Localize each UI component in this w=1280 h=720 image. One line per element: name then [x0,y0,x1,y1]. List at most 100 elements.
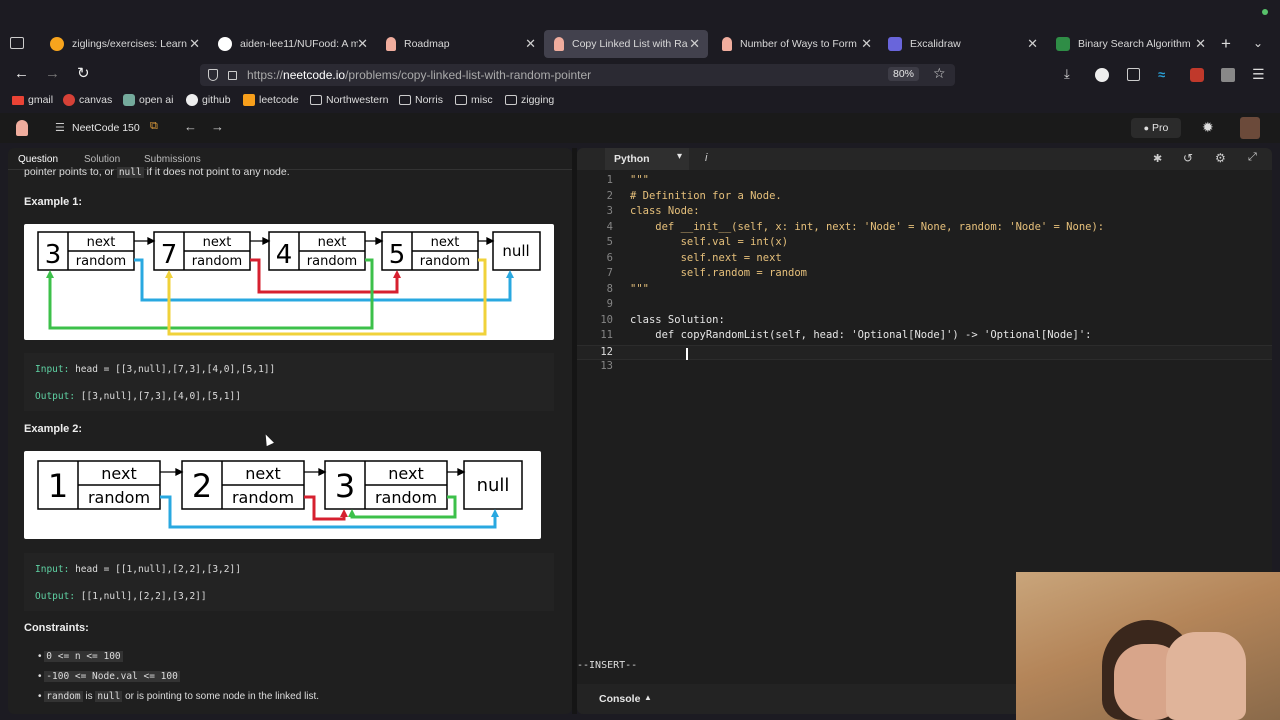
rocket-icon [554,37,564,51]
constraints-title: Constraints: [24,622,89,634]
vim-extension-icon[interactable]: ≈ [1158,67,1166,82]
constraints-list: • 0 <= n <= 100 • -100 <= Node.val <= 10… [38,651,319,711]
node-value: 5 [389,240,406,270]
close-icon[interactable]: ✕ [1027,36,1038,51]
tab-number-of-ways[interactable]: Number of Ways to Form ✕ [712,28,880,60]
close-icon[interactable]: ✕ [689,36,700,51]
lock-icon [228,70,237,80]
nav-toolbar: ← → ↻ [0,60,1280,90]
panel-divider[interactable] [572,148,577,714]
tab-roadmap[interactable]: Roadmap ✕ [376,28,544,60]
extensions-puzzle-icon[interactable] [1127,68,1140,81]
problem-list-icon[interactable]: ☰ [55,122,65,134]
back-button[interactable]: ← [14,65,29,82]
url-bar[interactable]: https://neetcode.io/problems/copy-linked… [200,64,955,86]
next-problem-button[interactable]: → [211,119,224,134]
debug-bug-icon[interactable]: ✱ [1153,153,1163,165]
bookmark-northwestern[interactable]: Northwestern [310,94,388,106]
constraint-item: • 0 <= n <= 100 [38,651,123,662]
tab-ziglings[interactable]: ziglings/exercises: Learn ✕ [40,28,208,60]
tab-excalidraw[interactable]: Excalidraw ✕ [878,28,1046,60]
bookmark-github[interactable]: github [186,94,231,106]
folder-icon [310,95,322,105]
node-random-label: random [307,254,357,269]
cut-off-description: pointer points to, or null if it does no… [24,166,290,178]
tab-submissions[interactable]: Submissions [144,154,201,165]
node-next-label: next [245,464,280,483]
tab-bar: ziglings/exercises: Learn ✕ aiden-lee11/… [0,28,1280,60]
external-link-icon[interactable]: ⧉ [150,120,158,132]
info-icon[interactable]: i [705,152,708,164]
chevron-down-icon: ▾ [676,151,682,162]
theme-toggle-icon[interactable]: ✹ [1202,119,1214,135]
url-text: https://neetcode.io/problems/copy-linked… [247,68,592,82]
bookmark-canvas[interactable]: canvas [63,94,112,106]
bookmark-open-ai[interactable]: open ai [123,94,173,106]
close-icon[interactable]: ✕ [189,36,200,51]
tab-overflow-chevron-icon[interactable]: ⌄ [1253,36,1264,50]
language-select[interactable]: Python ▾ [605,148,689,170]
diagram1-node-5: 5 next random [381,231,479,271]
bookmark-star-icon[interactable]: ☆ [933,65,946,81]
example2-diagram: 1 next random 2 next random 3 next rando… [24,451,541,539]
example1-title: Example 1: [24,196,83,208]
openai-icon [123,94,135,106]
tab-list-button[interactable] [10,37,24,49]
webcam-overlay [1016,572,1280,720]
diagram2-node-2: 2 next random [181,460,305,510]
zoom-level[interactable]: 80% [888,67,920,81]
code-line-active: 12 [577,344,1272,360]
neetcode-logo-icon[interactable] [16,120,28,136]
download-icon[interactable]: ⤓ [1064,66,1070,81]
avatar[interactable] [1240,117,1260,139]
example2-input: head = [[1,null],[2,2],[3,2]] [75,564,241,575]
webcam-person-hand [1166,632,1246,720]
bookmark-misc[interactable]: misc [455,94,493,106]
close-icon[interactable]: ✕ [1195,36,1206,51]
zig-icon [50,37,64,51]
folder-icon [399,95,411,105]
example2-io: Input: head = [[1,null],[2,2],[3,2]] Out… [24,553,554,611]
diagram1-node-4: 4 next random [268,231,366,271]
tab-nufood[interactable]: aiden-lee11/NUFood: A m ✕ [208,28,376,60]
svg-text:null: null [502,242,529,260]
node-random-label: random [232,488,294,507]
menu-icon[interactable]: ☰ [1252,66,1265,82]
diagram2-next-arrows [160,467,466,477]
github-icon [186,94,198,106]
tab-copy-linked-list[interactable]: Copy Linked List with Ra ✕ [544,30,708,58]
adblock-icon[interactable] [1190,68,1204,82]
folder-icon [455,95,467,105]
svg-text:null: null [477,475,510,496]
flame-icon: ● [1143,123,1150,133]
pro-button[interactable]: ● Pro [1131,118,1181,138]
new-tab-button[interactable]: + [1221,34,1231,53]
prev-problem-button[interactable]: ← [184,119,197,134]
tab-solution[interactable]: Solution [84,154,121,165]
close-icon[interactable]: ✕ [357,36,368,51]
rocket-icon [386,37,396,51]
node-next-label: next [388,464,423,483]
problem-list-name[interactable]: NeetCode 150 [72,122,140,134]
diagram1-node-3: 3 next random [37,231,135,271]
tab-binary-search[interactable]: Binary Search Algorithm ✕ [1046,28,1214,60]
excalidraw-icon [888,37,902,51]
bookmark-gmail[interactable]: gmail [12,94,53,106]
example2-output: [[1,null],[2,2],[3,2]] [80,591,207,602]
fullscreen-icon[interactable]: ⤢ [1248,151,1257,163]
forward-button[interactable]: → [45,65,60,82]
diagram2-null-box: null [463,460,523,510]
bookmark-leetcode[interactable]: leetcode [243,94,299,106]
bookmark-norris[interactable]: Norris [399,94,443,106]
reset-icon[interactable]: ↺ [1183,151,1194,165]
settings-gear-icon[interactable]: ⚙ [1215,151,1226,165]
sidebar-extension-icon[interactable] [1221,68,1235,82]
tab-question[interactable]: Question [18,154,59,165]
bookmark-zigging[interactable]: zigging [505,94,554,106]
vivaldi-icon[interactable] [1095,68,1109,82]
window-status-dot [1262,9,1268,15]
close-icon[interactable]: ✕ [861,36,872,51]
close-icon[interactable]: ✕ [525,36,536,51]
reload-button[interactable]: ↻ [77,65,90,82]
